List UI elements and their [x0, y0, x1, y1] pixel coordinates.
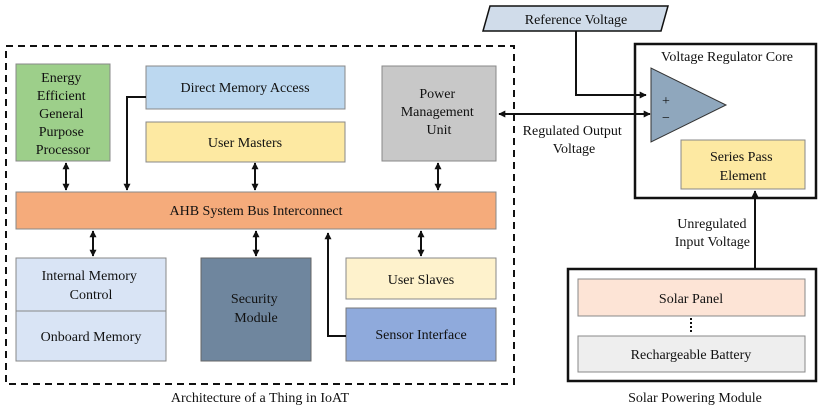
architecture-boundary	[5, 45, 515, 385]
reference-to-amplifier-arrow	[575, 31, 647, 99]
security-module-block: Security Module	[200, 257, 312, 362]
svg-text:Regulated Output Voltage: Regulated Output Voltage	[523, 124, 626, 157]
processor-label-line2: Efficient	[37, 89, 86, 104]
onboard-memory-block: Onboard Memory	[15, 310, 167, 362]
sensor-interface-block: Sensor Interface	[345, 307, 497, 362]
svg-text:Energy Efficient G: Energy Efficient General Purpose Process…	[36, 71, 91, 158]
pmu-block: Power Management Unit	[381, 65, 497, 162]
regulated-output-label-line1: Regulated Output	[523, 124, 622, 139]
user-slaves-block: User Slaves	[345, 257, 497, 300]
regulated-output-label-line2: Voltage	[553, 142, 596, 157]
ahb-bus-label: AHB System Bus Interconnect	[169, 204, 342, 219]
svg-text:Security Module: Security Module	[231, 292, 281, 326]
onboard-memory-label: Onboard Memory	[41, 330, 142, 345]
ahb-bus-block: AHB System Bus Interconnect	[15, 191, 497, 230]
reference-voltage-label: Reference Voltage	[525, 13, 628, 28]
processor-label-line5: Processor	[36, 143, 91, 158]
sensor-interface-label: Sensor Interface	[375, 328, 466, 343]
bus-connectors	[62, 96, 442, 337]
user-masters-label: User Masters	[208, 136, 282, 151]
unregulated-label-line1: Unregulated	[677, 217, 746, 232]
processor-label-line4: Purpose	[39, 125, 84, 140]
processor-label-line3: General	[39, 107, 83, 122]
internal-memory-label-line2: Control	[70, 288, 113, 303]
reference-voltage-block: Reference Voltage	[482, 5, 669, 32]
user-masters-block: User Masters	[145, 121, 346, 163]
svg-text:Unregulated Input Voltage: Unregulated Input Voltage	[675, 217, 750, 250]
series-pass-label-line1: Series Pass	[710, 150, 773, 165]
pmu-label-line1: Power	[419, 87, 455, 102]
svg-text:Power Management U: Power Management Unit	[401, 87, 478, 138]
dma-block: Direct Memory Access	[145, 65, 346, 110]
amplifier-icon	[650, 67, 728, 143]
security-label-line1: Security	[231, 292, 278, 307]
solar-panel-label: Solar Panel	[659, 292, 723, 307]
amplifier-plus: +	[662, 94, 670, 109]
dma-label: Direct Memory Access	[180, 81, 309, 96]
solar-module-caption: Solar Powering Module	[628, 391, 762, 406]
sensor-bus-arrow	[324, 232, 346, 337]
vreg-title: Voltage Regulator Core	[661, 50, 793, 65]
internal-memory-block: Internal Memory Control	[15, 257, 167, 312]
user-slaves-label: User Slaves	[388, 273, 455, 288]
battery-label: Rechargeable Battery	[631, 348, 752, 363]
pmu-label-line2: Management	[401, 105, 474, 120]
processor-label-line1: Energy	[41, 71, 81, 86]
voltage-regulator-core: Voltage Regulator Core + − Series Pass E…	[633, 42, 818, 200]
dma-bus-arrow	[123, 96, 146, 191]
series-pass-label-line2: Element	[720, 169, 767, 184]
solar-powering-module: Solar Panel Rechargeable Battery	[566, 267, 818, 383]
internal-memory-label-line1: Internal Memory	[42, 269, 137, 284]
svg-text:Series Pass Element: Series Pass Element	[710, 150, 776, 184]
unregulated-label-line2: Input Voltage	[675, 235, 750, 250]
security-label-line2: Module	[234, 311, 278, 326]
pmu-label-line3: Unit	[427, 123, 452, 138]
amplifier-minus: −	[662, 111, 670, 126]
architecture-caption: Architecture of a Thing in IoAT	[171, 391, 350, 406]
svg-text:Internal Memory Control: Internal Memory Control	[42, 269, 141, 303]
processor-block: Energy Efficient General Purpose Process…	[15, 63, 111, 162]
